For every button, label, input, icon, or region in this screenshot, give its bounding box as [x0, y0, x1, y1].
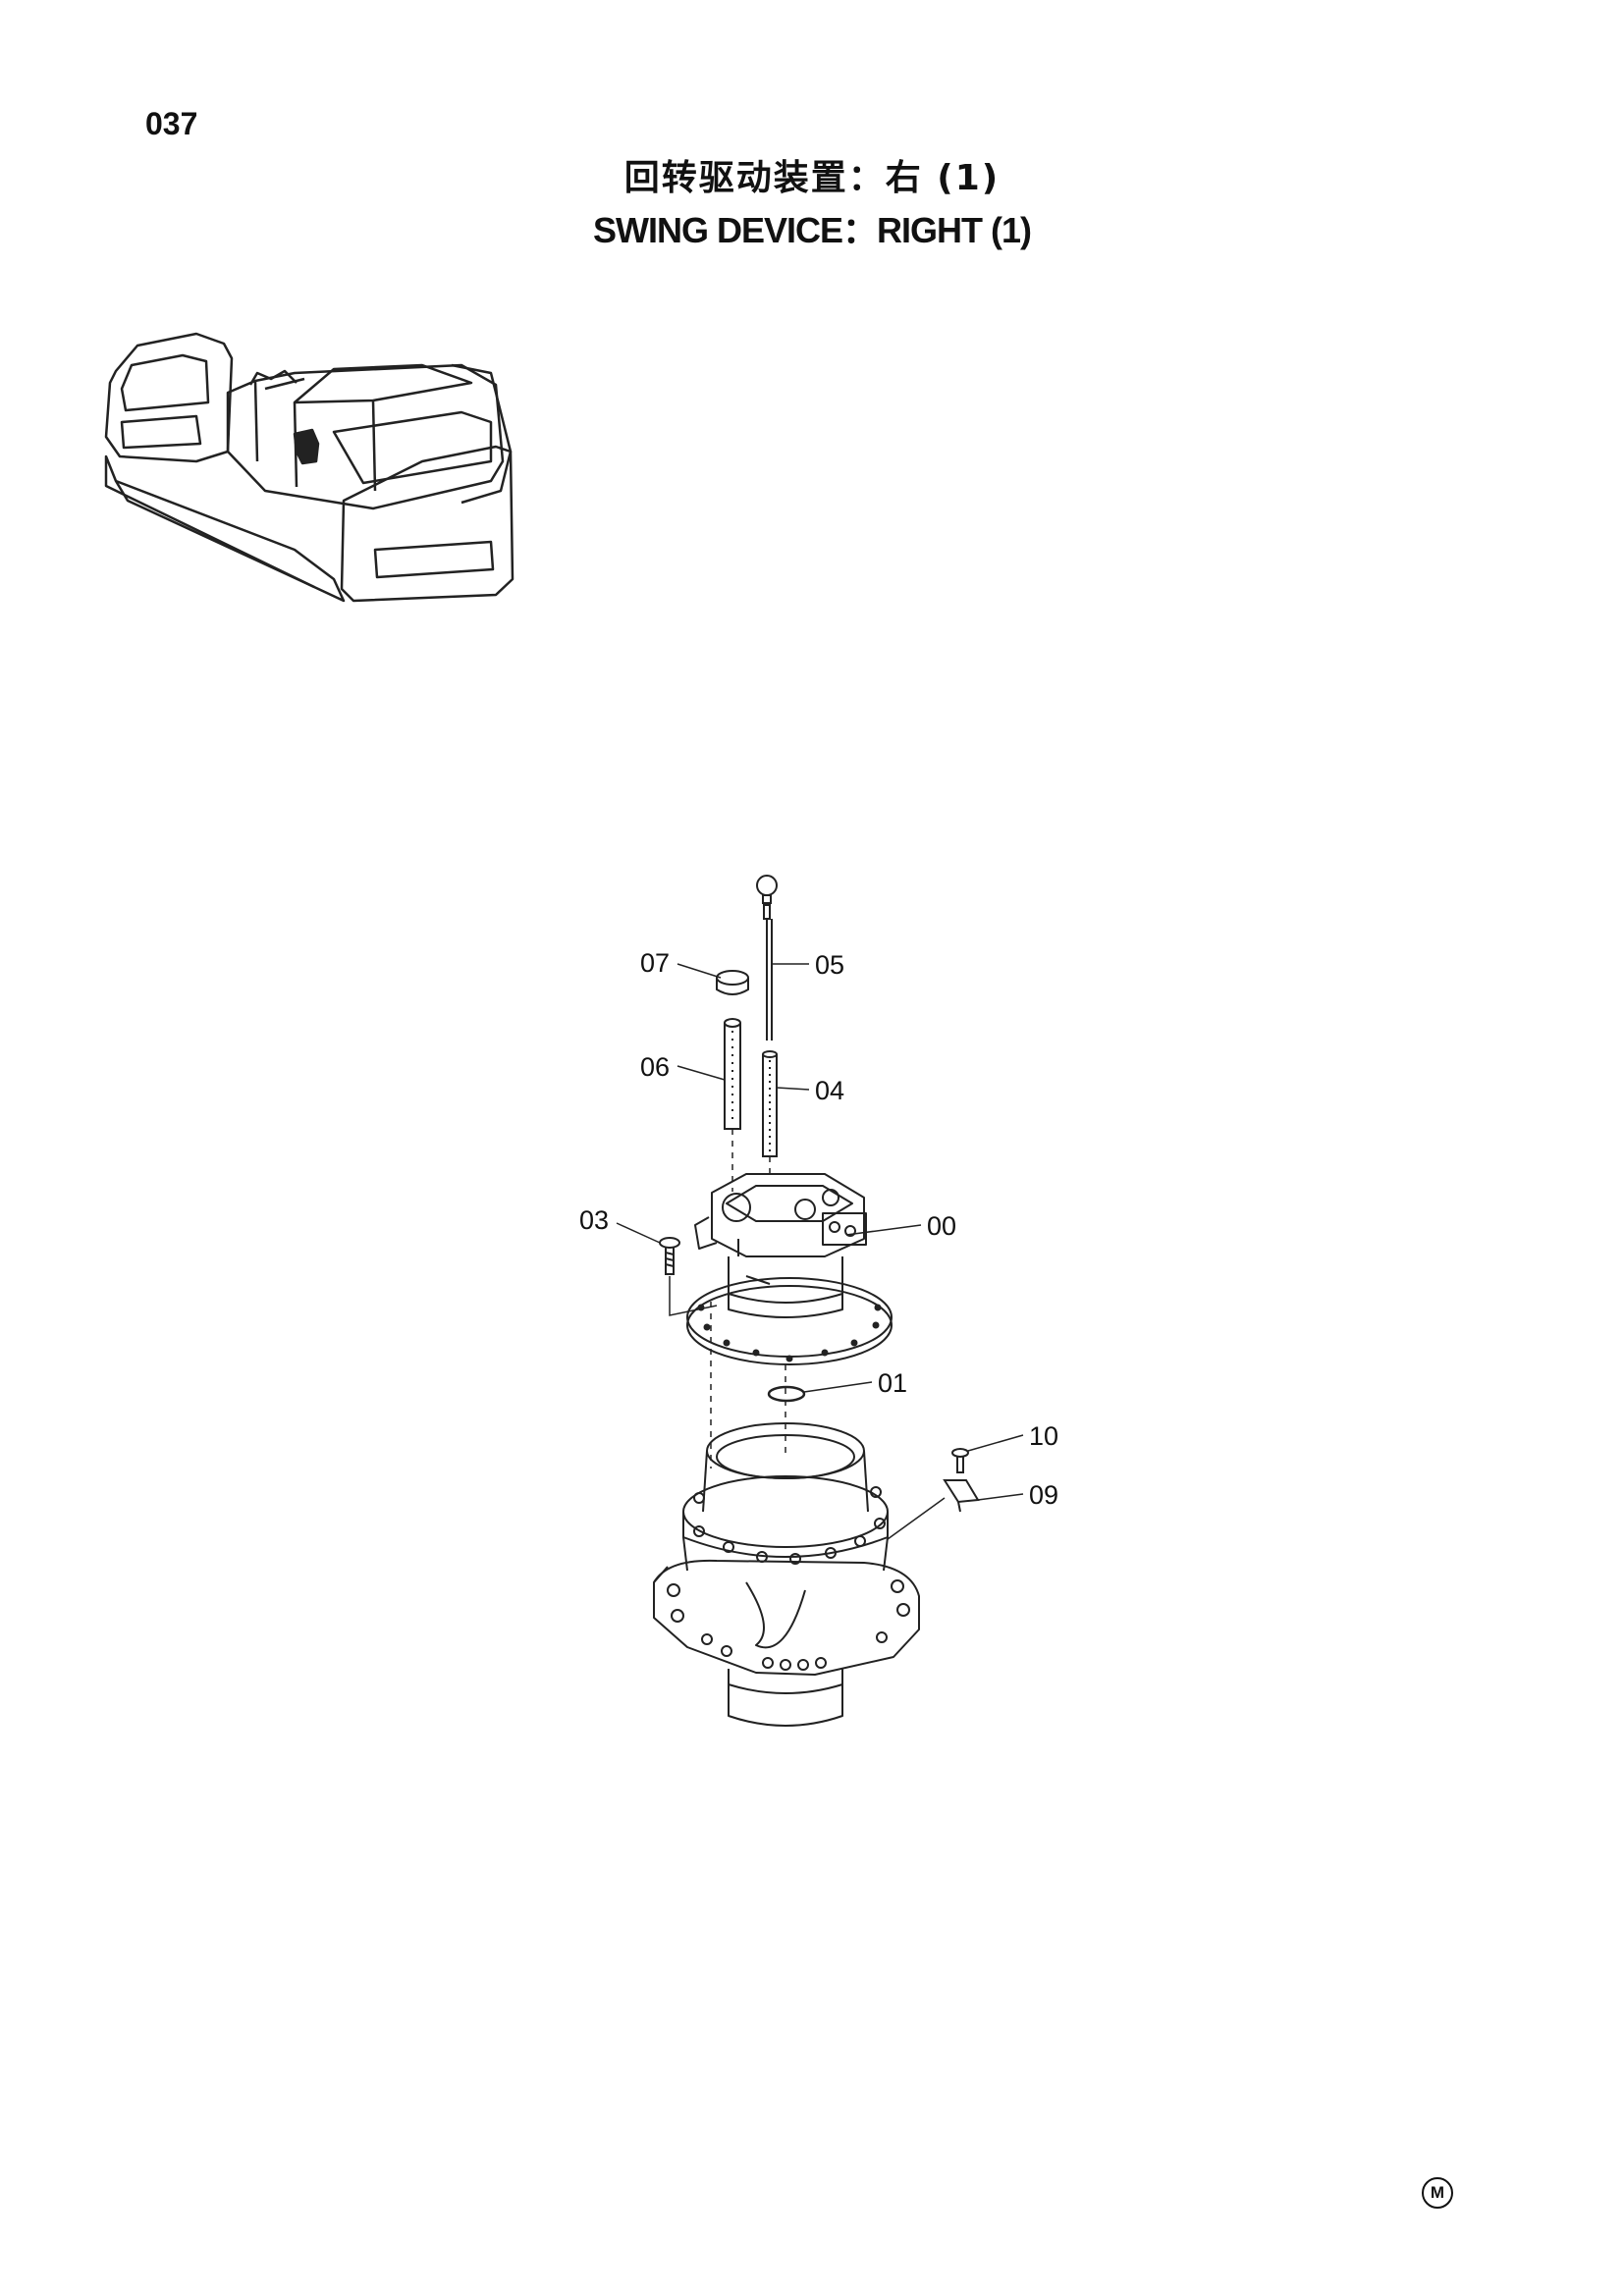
part-07-cap	[716, 970, 749, 995]
page-title-english: SWING DEVICE：RIGHT (1)	[592, 210, 1032, 250]
part-01-o-ring	[767, 1385, 806, 1403]
assembly-lines	[710, 1129, 786, 1468]
callout-01: 01	[878, 1368, 907, 1398]
callout-07: 07	[640, 948, 670, 978]
callout-03: 03	[579, 1205, 609, 1235]
callout-09: 09	[1029, 1480, 1058, 1510]
callout-10: 10	[1029, 1421, 1058, 1451]
part-04-rod	[762, 1050, 778, 1157]
part-06-pin	[724, 1018, 741, 1130]
callout-00: 00	[927, 1211, 956, 1241]
part-03-bolt	[659, 1237, 680, 1275]
part-09-bracket	[943, 1479, 980, 1513]
part-05-rod	[756, 875, 778, 1041]
callout-06: 06	[640, 1052, 670, 1082]
leader-lines	[616, 963, 1024, 1540]
part-10-bolt	[951, 1448, 969, 1473]
callout-05: 05	[815, 950, 844, 980]
circled-m-icon: M	[1422, 2177, 1453, 2209]
callout-04: 04	[815, 1076, 844, 1105]
part-00-swing-motor	[686, 1173, 893, 1365]
page-number: 037	[145, 106, 198, 141]
page-title-chinese: 回转驱动装置：右 (1)	[623, 158, 1001, 198]
reduction-gear-housing	[653, 1422, 920, 1727]
excavator-locator-icon	[104, 332, 514, 603]
